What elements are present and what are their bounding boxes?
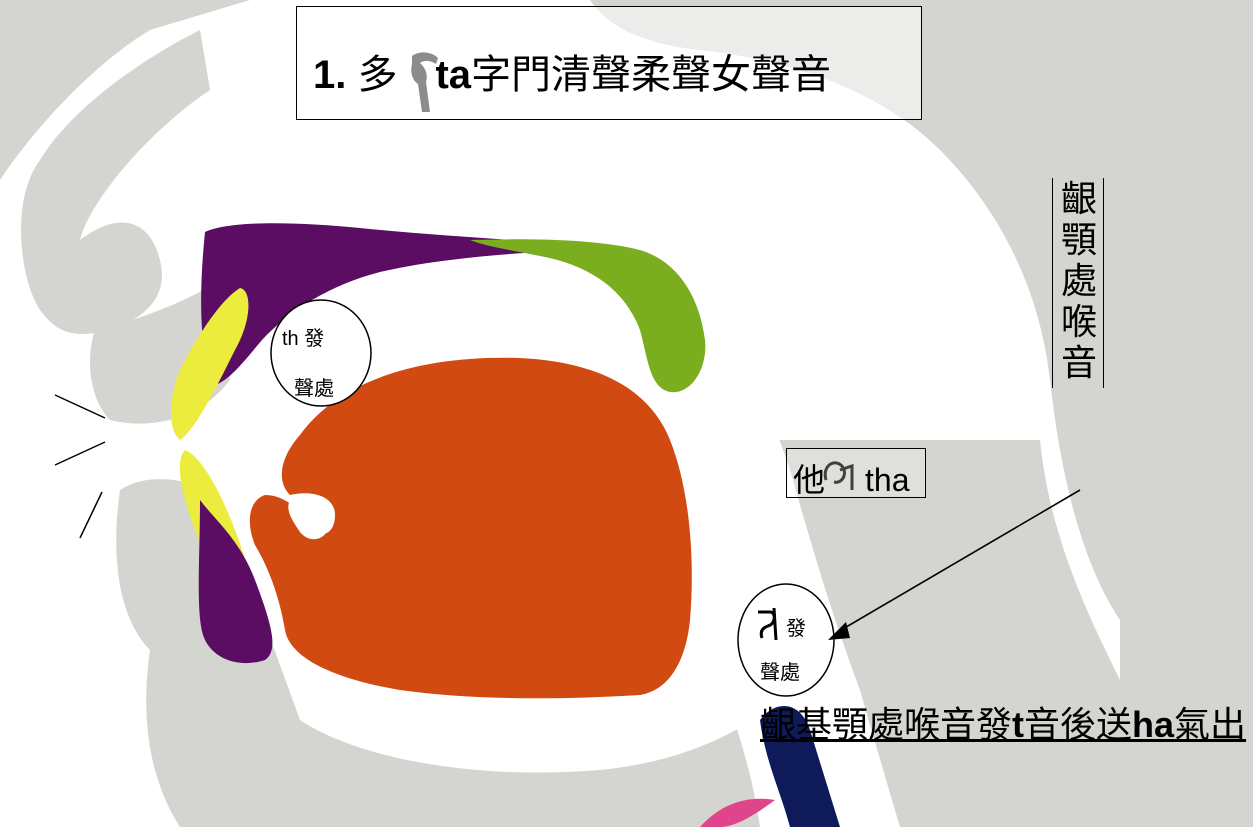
title-prefix: 多 xyxy=(357,53,398,97)
airflow-line-3 xyxy=(79,491,103,539)
upper-lip xyxy=(171,288,249,440)
larynx xyxy=(760,706,840,827)
title: 1. 多 ta字門清聲柔聲女聲音 xyxy=(313,42,831,100)
arrowhead-icon xyxy=(828,622,850,640)
epiglottis xyxy=(700,798,775,827)
tha-label: 他 tha xyxy=(793,455,910,501)
lower-gum xyxy=(198,500,273,664)
tha-label-box: 他 tha xyxy=(786,448,926,498)
caption-part2: 音後送 xyxy=(1024,704,1133,745)
airflow-line-2 xyxy=(54,441,106,466)
tha-romanization: tha xyxy=(865,462,910,498)
chin-jaw xyxy=(116,479,810,827)
caption-bold-ha: ha xyxy=(1132,704,1175,745)
bubble-th-line1: th 發 xyxy=(282,328,325,350)
caption-bold-t: t xyxy=(1012,704,1025,745)
bubble-h-line1: 發 xyxy=(786,618,806,640)
vertical-label: 齦顎處喉音 xyxy=(1060,178,1097,383)
title-siddham-romanization: ta xyxy=(435,53,472,97)
nose-outline xyxy=(21,30,211,334)
tongue xyxy=(249,357,692,699)
siddham-tha-glyph xyxy=(823,461,854,490)
caption-part1: 齦基顎處喉音發 xyxy=(760,704,1013,745)
caption-part3: 氣出 xyxy=(1174,704,1247,745)
title-box: 1. 多 ta字門清聲柔聲女聲音 xyxy=(296,6,922,120)
title-number: 1. xyxy=(313,53,347,97)
siddham-ha-glyph xyxy=(758,607,778,641)
vertical-label-box: 齦顎處喉音 xyxy=(1052,178,1104,388)
face-profile xyxy=(0,0,250,180)
hard-palate xyxy=(201,223,590,385)
bubble-th-line2: 聲處 xyxy=(294,378,334,400)
bubble-th-articulation xyxy=(270,299,372,407)
bottom-caption: 齦基顎處喉音發t音後送ha氣出 xyxy=(760,696,1246,748)
pharynx-cavity xyxy=(642,240,900,827)
tha-chinese: 他 xyxy=(793,462,826,498)
title-suffix: 字門清聲柔聲女聲音 xyxy=(471,53,832,97)
tongue-notch xyxy=(288,498,330,540)
airflow-line-1 xyxy=(54,394,106,419)
back-of-head xyxy=(590,0,1253,827)
pointer-arrow-line xyxy=(835,489,1081,634)
bubble-h-line2: 聲處 xyxy=(760,662,800,684)
soft-palate xyxy=(470,239,706,393)
